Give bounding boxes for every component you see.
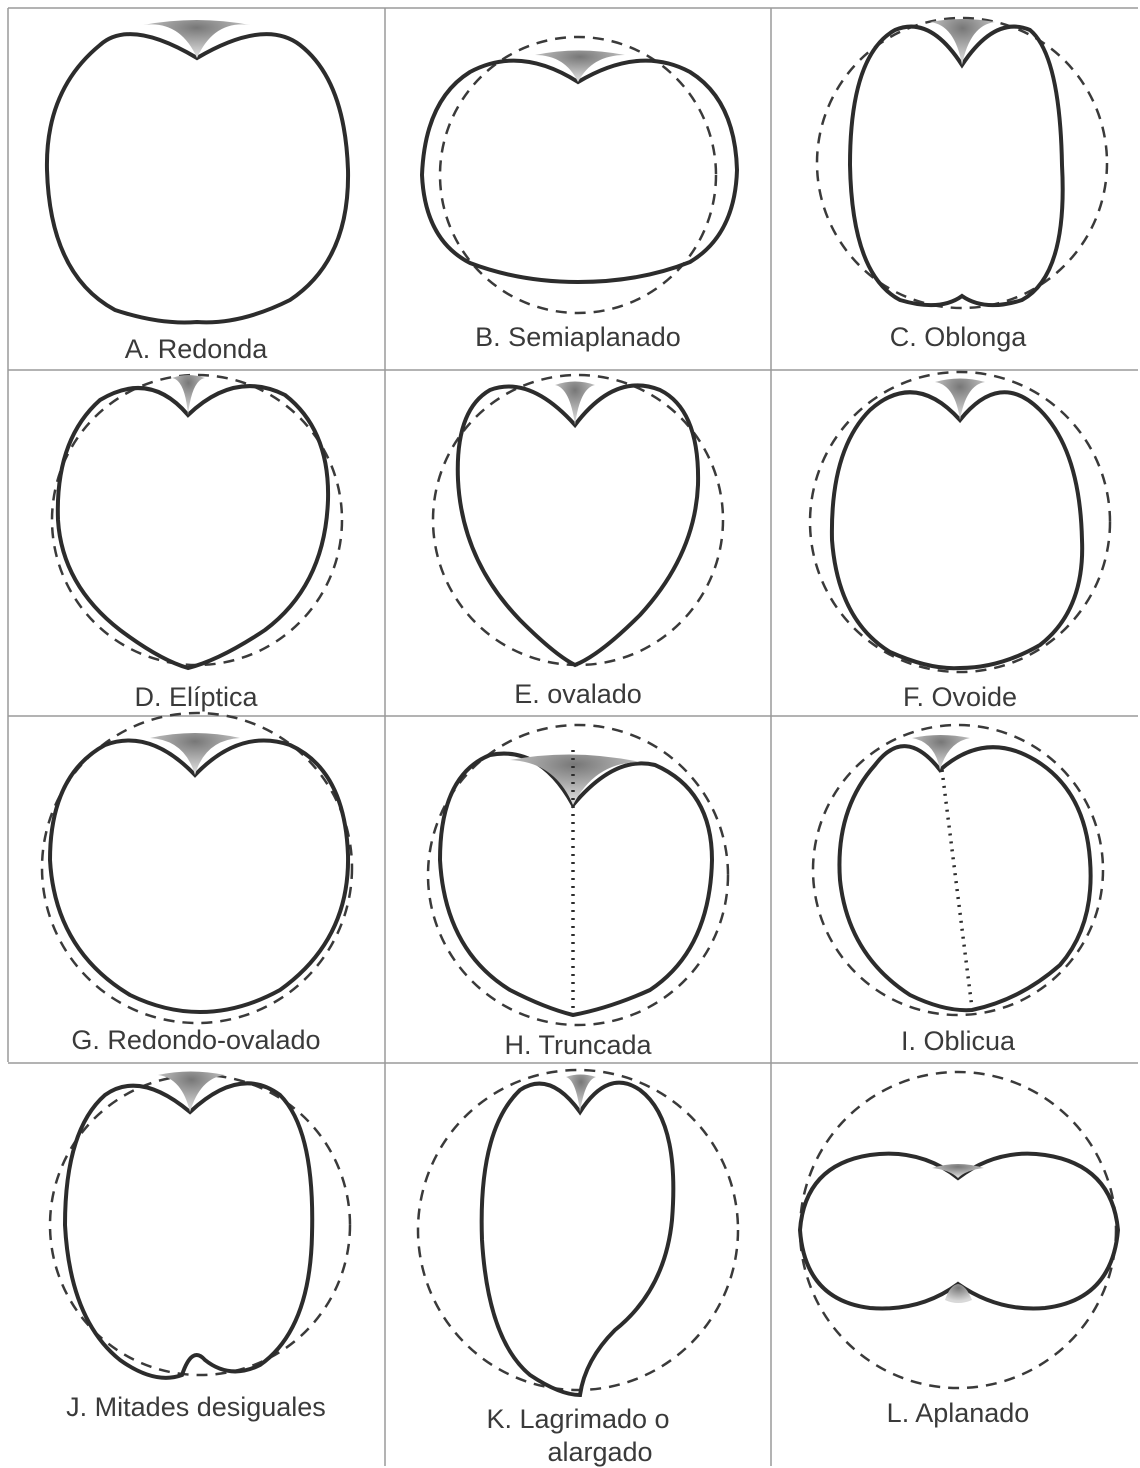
shape-label-i: I. Oblicua: [901, 1026, 1016, 1056]
shape-label-j: J. Mitades desiguales: [66, 1392, 326, 1422]
shape-label-d: D. Elíptica: [134, 682, 258, 712]
shape-label-f: F. Ovoide: [903, 682, 1017, 712]
shape-g-redondo-ovalado: G. Redondo-ovalado: [42, 713, 352, 1055]
redonda-outline: [47, 34, 348, 322]
stem-cavity: [930, 19, 995, 65]
eliptica-outline: [58, 386, 328, 668]
stem-cavity: [150, 733, 240, 775]
redondo-ovalado-outline: [50, 740, 348, 1012]
lagrimado-outline: [482, 1083, 674, 1395]
ovalado-outline: [458, 385, 698, 665]
ovoide-outline: [832, 392, 1082, 668]
shape-i-oblicua: I. Oblicua: [813, 725, 1103, 1056]
stem-cavity: [555, 382, 595, 426]
oblonga-outline: [850, 27, 1063, 306]
stem-cavity: [510, 754, 640, 805]
shape-label-e: E. ovalado: [514, 679, 642, 709]
stem-cavity: [935, 379, 985, 421]
stem-cavity: [172, 375, 205, 415]
shape-label-b: B. Semiaplanado: [475, 322, 681, 352]
shape-label-k-line1: K. Lagrimado o: [486, 1404, 669, 1434]
shape-label-c: C. Oblonga: [890, 322, 1028, 352]
reference-circle: [418, 1070, 738, 1390]
shape-label-g: G. Redondo-ovalado: [71, 1025, 320, 1055]
shape-c-oblonga: C. Oblonga: [817, 18, 1107, 352]
shape-label-l: L. Aplanado: [887, 1398, 1030, 1428]
shape-a-redonda: A. Redonda: [47, 20, 348, 364]
shape-label-k-line2: alargado: [547, 1437, 652, 1467]
reference-circle: [52, 375, 342, 665]
shape-label-a: A. Redonda: [125, 334, 269, 364]
shape-l-aplanado: L. Aplanado: [800, 1072, 1118, 1428]
shape-h-truncada: H. Truncada: [428, 725, 728, 1060]
suture-line: [942, 770, 972, 1008]
stem-cavity: [932, 1164, 984, 1178]
mitades-desiguales-outline: [65, 1083, 312, 1378]
calyx-cavity: [945, 1284, 972, 1303]
stem-cavity: [566, 1075, 596, 1113]
shape-d-eliptica: D. Elíptica: [52, 375, 342, 712]
shape-e-ovalado: E. ovalado: [433, 375, 723, 709]
shape-label-h: H. Truncada: [504, 1030, 652, 1060]
reference-circle: [800, 1072, 1116, 1388]
shape-k-lagrimado: K. Lagrimado o alargado: [418, 1070, 738, 1467]
shape-b-semiaplanado: B. Semiaplanado: [422, 37, 737, 352]
shape-j-mitades-desiguales: J. Mitades desiguales: [50, 1072, 350, 1423]
reference-circle: [813, 725, 1103, 1015]
shape-f-ovoide: F. Ovoide: [810, 372, 1110, 712]
oblicua-outline: [839, 746, 1090, 1010]
